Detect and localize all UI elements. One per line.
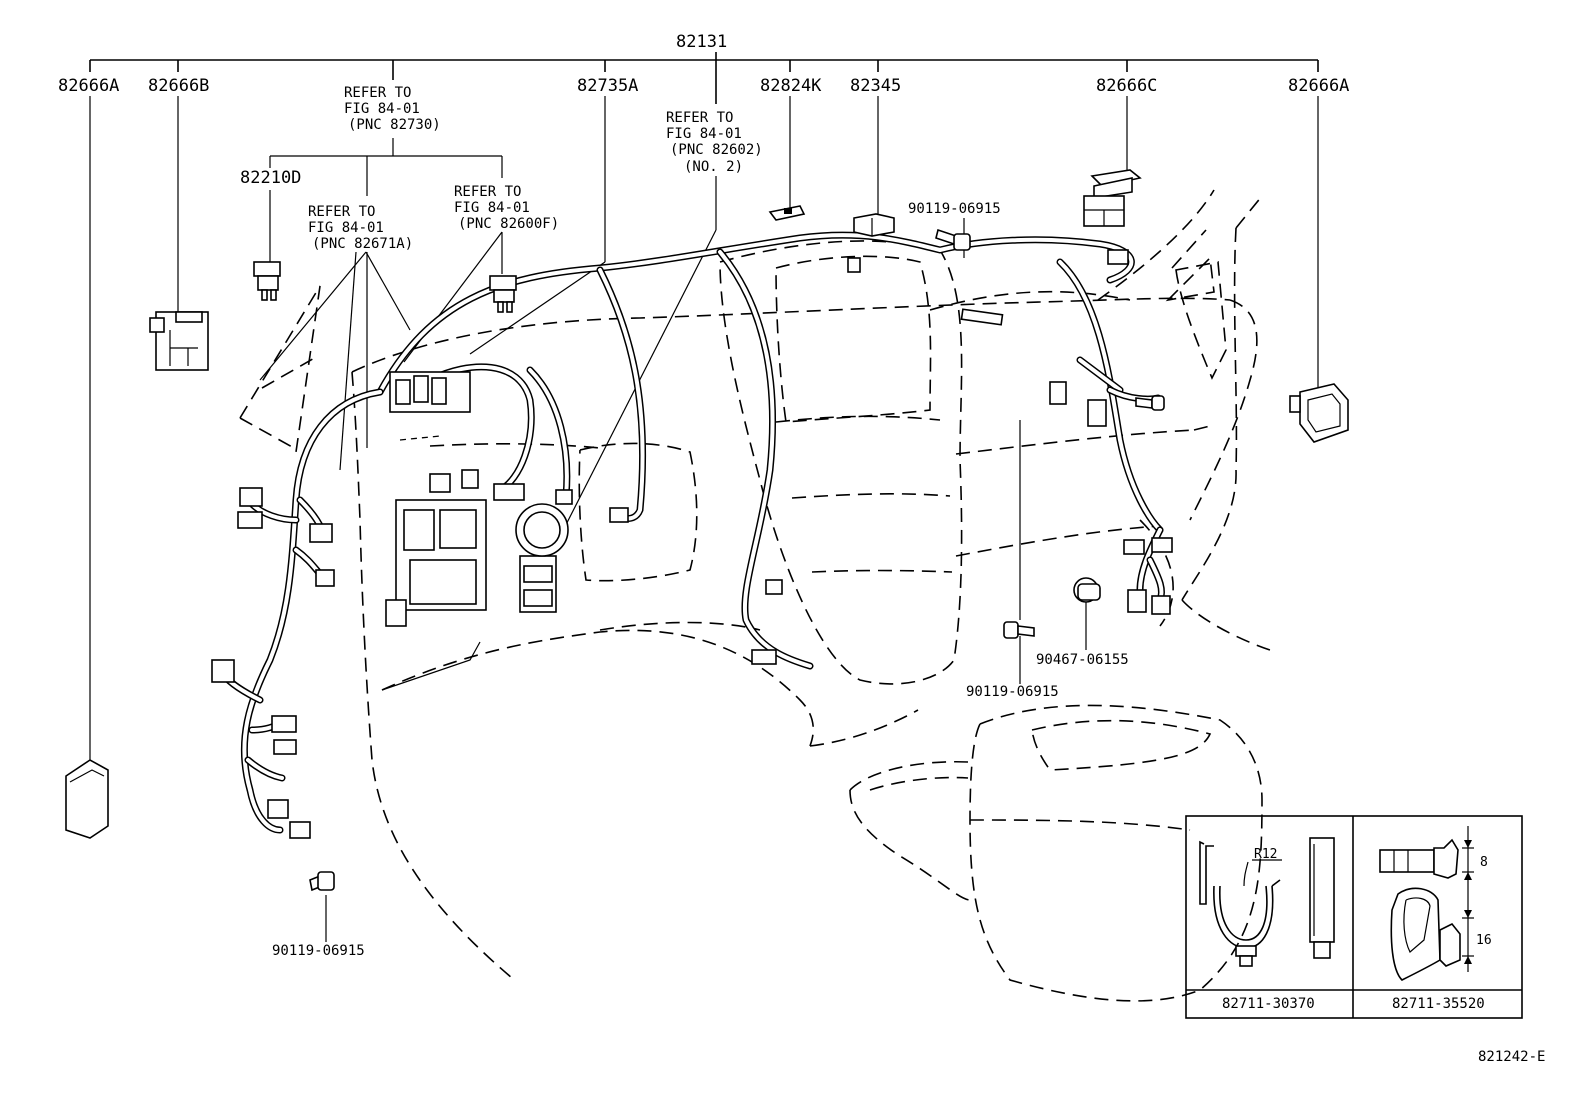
part-82666A-left-shape [65,759,109,839]
bolt-top-shape [935,228,971,251]
refer-82600F-line2: FIG 84-01 [454,200,530,216]
inset-radius-label: R12 [1254,847,1277,862]
label-82666A-left: 82666A [58,76,119,96]
inset-panel [1185,815,1523,1019]
refer-82671A-line2: FIG 84-01 [308,220,384,236]
bolt-right-shape [1135,395,1165,411]
label-bolt-center: 90119-06915 [966,684,1059,700]
refer-82602-line3: (PNC 82602) [670,142,763,158]
refer-82730-line1: REFER TO [344,85,411,101]
label-bolt-left: 90119-06915 [272,943,365,959]
refer-82602-line2: FIG 84-01 [666,126,742,142]
leader-lines [89,52,1319,942]
part-90467-shape [1073,577,1101,603]
refer-82602-line1: REFER TO [666,110,733,126]
label-82666A-right: 82666A [1288,76,1349,96]
label-90467-06155: 90467-06155 [1036,652,1129,668]
wire-harness [218,231,1166,834]
dashboard-outline [239,189,1271,1002]
refer-82600F-line1: REFER TO [454,184,521,200]
label-82345: 82345 [850,76,901,96]
label-82735A: 82735A [577,76,638,96]
label-82131: 82131 [676,32,727,52]
bolt-center-shape [1003,621,1035,639]
refer-82671A-line1: REFER TO [308,204,375,220]
part-82666C-shape [1083,169,1142,227]
label-82666B: 82666B [148,76,209,96]
refer-82671A-line3: (PNC 82671A) [312,236,413,252]
part-82210D-shape [253,261,281,301]
inset-dim-16: 16 [1476,933,1492,948]
bolt-left-shape [309,871,335,892]
part-82666A-right-shape [1289,383,1349,443]
label-82666C: 82666C [1096,76,1157,96]
label-82824K: 82824K [760,76,822,96]
labels: 82131 82666A 82666B 82735A 82824K 82345 … [58,32,1545,1065]
refer-82602-line4: (NO. 2) [684,159,743,175]
refer-82730-line2: FIG 84-01 [344,101,420,117]
inset-dim-8: 8 [1480,855,1488,870]
part-82345-shape [853,213,895,237]
inset-part-35520: 82711-35520 [1392,996,1485,1012]
part-82824K-shape [768,205,806,221]
part-82600F-shape [489,275,517,313]
label-bolt-top: 90119-06915 [908,201,1001,217]
refer-82730-line3: (PNC 82730) [348,117,441,133]
figure-code: 821242-E [1478,1049,1545,1065]
inset-part-30370: 82711-30370 [1222,996,1315,1012]
refer-82600F-line3: (PNC 82600F) [458,216,559,232]
harness-connectors [211,249,1173,839]
label-82210D: 82210D [240,168,301,188]
part-82666B-shape [149,311,209,371]
